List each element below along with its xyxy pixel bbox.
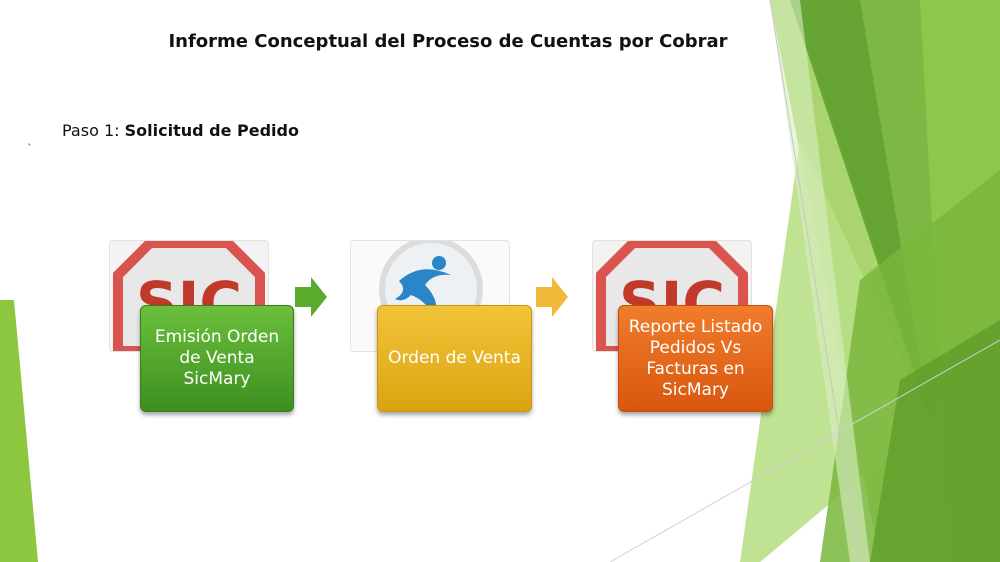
step-heading: Paso 1: Solicitud de Pedido [62, 121, 299, 140]
step-name: Solicitud de Pedido [124, 121, 299, 140]
step-prefix: Paso 1: [62, 121, 120, 140]
stray-mark: ` [27, 142, 33, 155]
slide-title: Informe Conceptual del Proceso de Cuenta… [168, 31, 728, 52]
process-box-reporte-listado: Reporte Listado Pedidos Vs Facturas en S… [618, 305, 773, 412]
arrow-right-icon-2 [536, 277, 568, 317]
arrow-right-icon-1 [295, 277, 327, 317]
process-box-emision-orden: Emisión Orden de Venta SicMary [140, 305, 294, 412]
process-box-orden-venta: Orden de Venta [377, 305, 532, 412]
